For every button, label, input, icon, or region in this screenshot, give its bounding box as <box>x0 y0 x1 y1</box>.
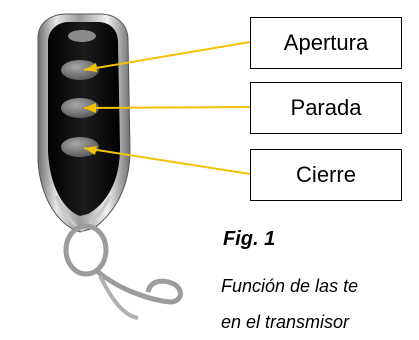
remote-top-led <box>68 30 96 42</box>
arrow-cierre <box>83 147 251 175</box>
keyring-clasp-icon <box>63 223 183 320</box>
remote-bottom-chrome <box>54 195 112 232</box>
figure-number: Fig. 1 <box>223 228 276 250</box>
figure-caption: Función de las te en el transmisor <box>221 268 419 340</box>
caption-line-2: en el transmisor <box>221 312 350 332</box>
keyring-clip <box>98 275 139 320</box>
remote-black-body <box>48 22 120 216</box>
remote-figure <box>37 13 251 320</box>
remote-control-icon <box>37 13 131 233</box>
label-box-cierre: Cierre <box>250 149 402 201</box>
open-button-key <box>61 60 99 80</box>
label-apertura: Apertura <box>283 30 369 55</box>
arrow-parada <box>83 106 251 109</box>
stop-button-key <box>61 98 99 118</box>
arrowhead-apertura <box>84 63 97 72</box>
close-button-key <box>61 137 99 157</box>
label-box-apertura: Apertura <box>250 17 402 69</box>
arrowhead-cierre <box>84 146 97 155</box>
label-parada: Parada <box>290 95 362 120</box>
keyring-hook <box>96 270 183 305</box>
label-box-parada: Parada <box>250 82 402 134</box>
arrowhead-parada <box>84 103 96 113</box>
caption-line-1: Función de las te <box>221 276 359 296</box>
arrow-apertura <box>83 41 251 71</box>
label-cierre: Cierre <box>296 162 356 187</box>
keyring-ring <box>63 223 109 277</box>
